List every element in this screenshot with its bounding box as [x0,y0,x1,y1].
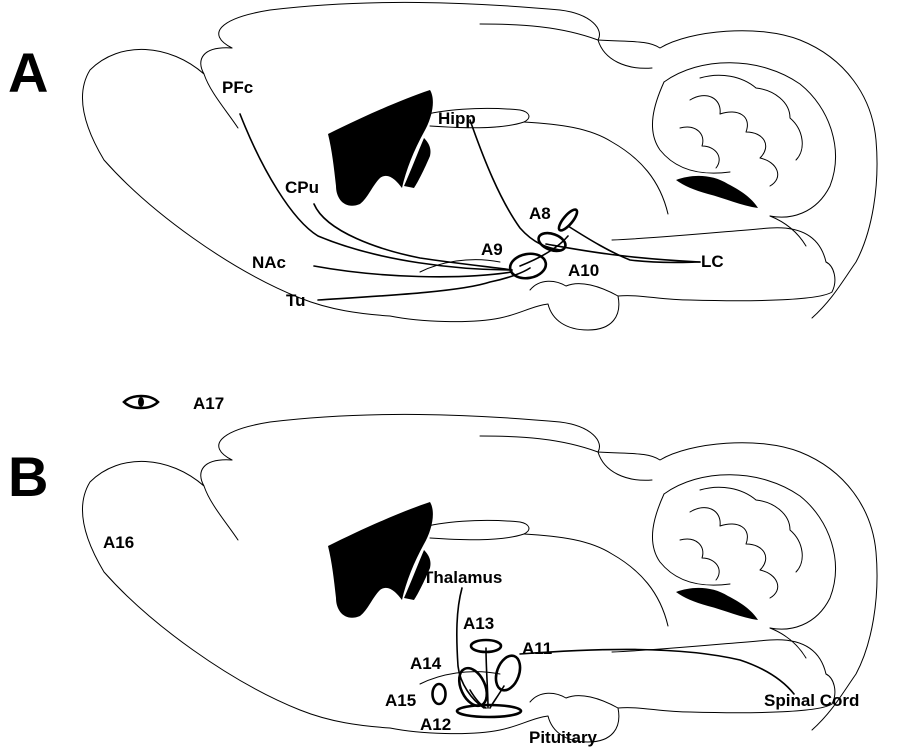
a11-nucleus-ellipse [492,652,525,693]
label-pfc: PFc [222,78,253,97]
panel-b-letter: B [8,445,48,508]
panel-b: B A16 Thalamus A13 A14 A11 A15 A12 Spina… [8,414,877,747]
a12-nucleus-ellipse [457,705,521,717]
legend-a17-label: A17 [193,394,224,413]
label-thalamus: Thalamus [423,568,502,587]
label-pituitary: Pituitary [529,728,598,747]
label-a14: A14 [410,654,442,673]
label-a9: A9 [481,240,503,259]
label-a16: A16 [103,533,134,552]
a15-nucleus-ellipse [433,684,446,704]
a9-nucleus-ellipse [508,251,548,281]
label-a15: A15 [385,691,416,710]
label-a10: A10 [568,261,599,280]
label-a12: A12 [420,715,451,734]
label-lc: LC [701,252,724,271]
label-nac: NAc [252,253,286,272]
legend-a17: A17 [124,394,224,413]
panel-a-tracts [240,114,700,300]
eye-icon [124,396,158,408]
panel-a-letter: A [8,41,48,104]
label-tu: Tu [286,291,306,310]
label-spinal-cord: Spinal Cord [764,691,859,710]
a8-nucleus-ellipse [536,230,568,255]
a10-nucleus-ellipse [556,207,580,233]
label-hipp: Hipp [438,109,476,128]
label-cpu: CPu [285,178,319,197]
label-a11: A11 [522,639,552,658]
panel-a: A PFc Hipp CPu A8 A9 NAc A10 LC Tu [8,2,877,330]
label-a13: A13 [463,614,494,633]
label-a8: A8 [529,204,551,223]
